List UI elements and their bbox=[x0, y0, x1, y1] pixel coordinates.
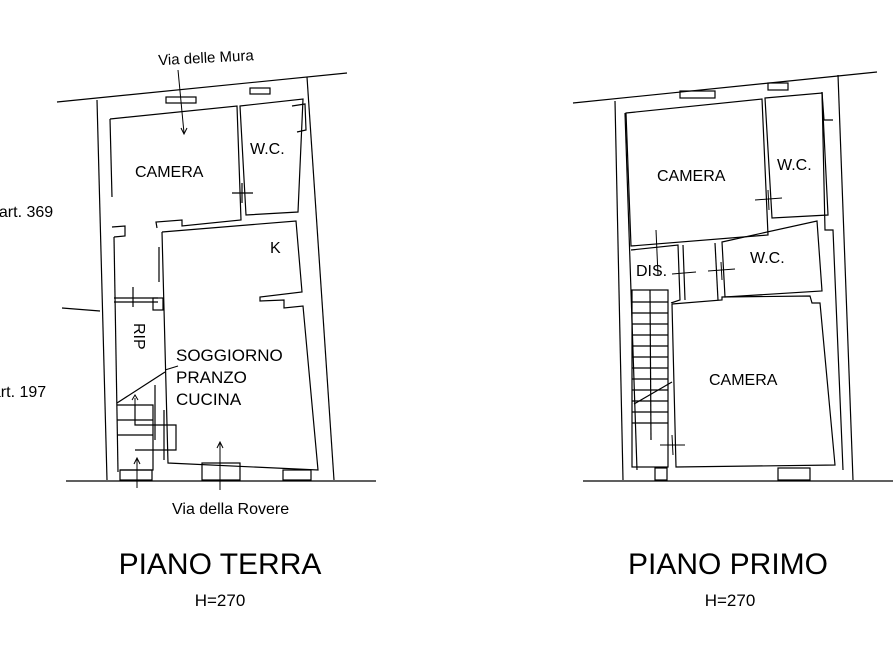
stair-steps bbox=[632, 289, 673, 441]
street-line-top bbox=[572, 71, 878, 104]
room-camera-top-outline bbox=[625, 98, 769, 247]
room-living-outline bbox=[161, 220, 319, 471]
room-wc-outline bbox=[239, 98, 304, 216]
room-label-camera-bottom: CAMERA bbox=[709, 372, 778, 389]
ground-floor-title: PIANO TERRA bbox=[119, 548, 322, 581]
room-label-camera-top: CAMERA bbox=[657, 168, 726, 185]
room-wc-top-outline bbox=[764, 92, 829, 219]
parcel-label-top: part. 369 bbox=[0, 204, 53, 221]
room-label-wc-mid: W.C. bbox=[750, 250, 785, 267]
room-wc-mid-outline bbox=[721, 220, 823, 298]
street-label-top: Via delle Mura bbox=[158, 47, 255, 69]
ground-floor-plan bbox=[56, 69, 376, 490]
street-line-top bbox=[56, 72, 348, 103]
arrow-north-icon bbox=[177, 69, 185, 134]
first-floor-height: H=270 bbox=[705, 591, 756, 610]
room-camera-outline bbox=[109, 105, 242, 229]
ground-floor-labels: Via delle Mura Via della Rovere part. 36… bbox=[0, 47, 321, 610]
ground-floor-height: H=270 bbox=[195, 591, 246, 610]
outer-wall-right bbox=[837, 74, 854, 481]
room-label-k: K bbox=[270, 240, 281, 257]
room-label-dis: DIS. bbox=[636, 263, 667, 280]
room-label-cucina: CUCINA bbox=[176, 390, 242, 409]
parcel-label-bottom: part. 197 bbox=[0, 384, 46, 401]
room-dis-outline bbox=[630, 244, 681, 304]
room-label-rip: RIP bbox=[130, 323, 147, 350]
room-camera-bottom-outline bbox=[671, 295, 836, 468]
room-label-pranzo: PRANZO bbox=[176, 368, 247, 387]
outer-wall-left bbox=[96, 99, 108, 481]
room-label-wc: W.C. bbox=[250, 141, 285, 158]
room-label-soggiorno: SOGGIORNO bbox=[176, 346, 283, 365]
street-label-bottom: Via della Rovere bbox=[172, 501, 289, 518]
outer-wall-left bbox=[614, 100, 624, 481]
first-floor-labels: CAMERA W.C. W.C. DIS. CAMERA PIANO PRIMO… bbox=[628, 157, 828, 610]
room-label-camera: CAMERA bbox=[135, 164, 204, 181]
outer-wall-right bbox=[306, 76, 335, 481]
first-floor-title: PIANO PRIMO bbox=[628, 548, 828, 581]
first-floor-plan bbox=[572, 71, 893, 482]
room-label-wc-top: W.C. bbox=[777, 157, 812, 174]
